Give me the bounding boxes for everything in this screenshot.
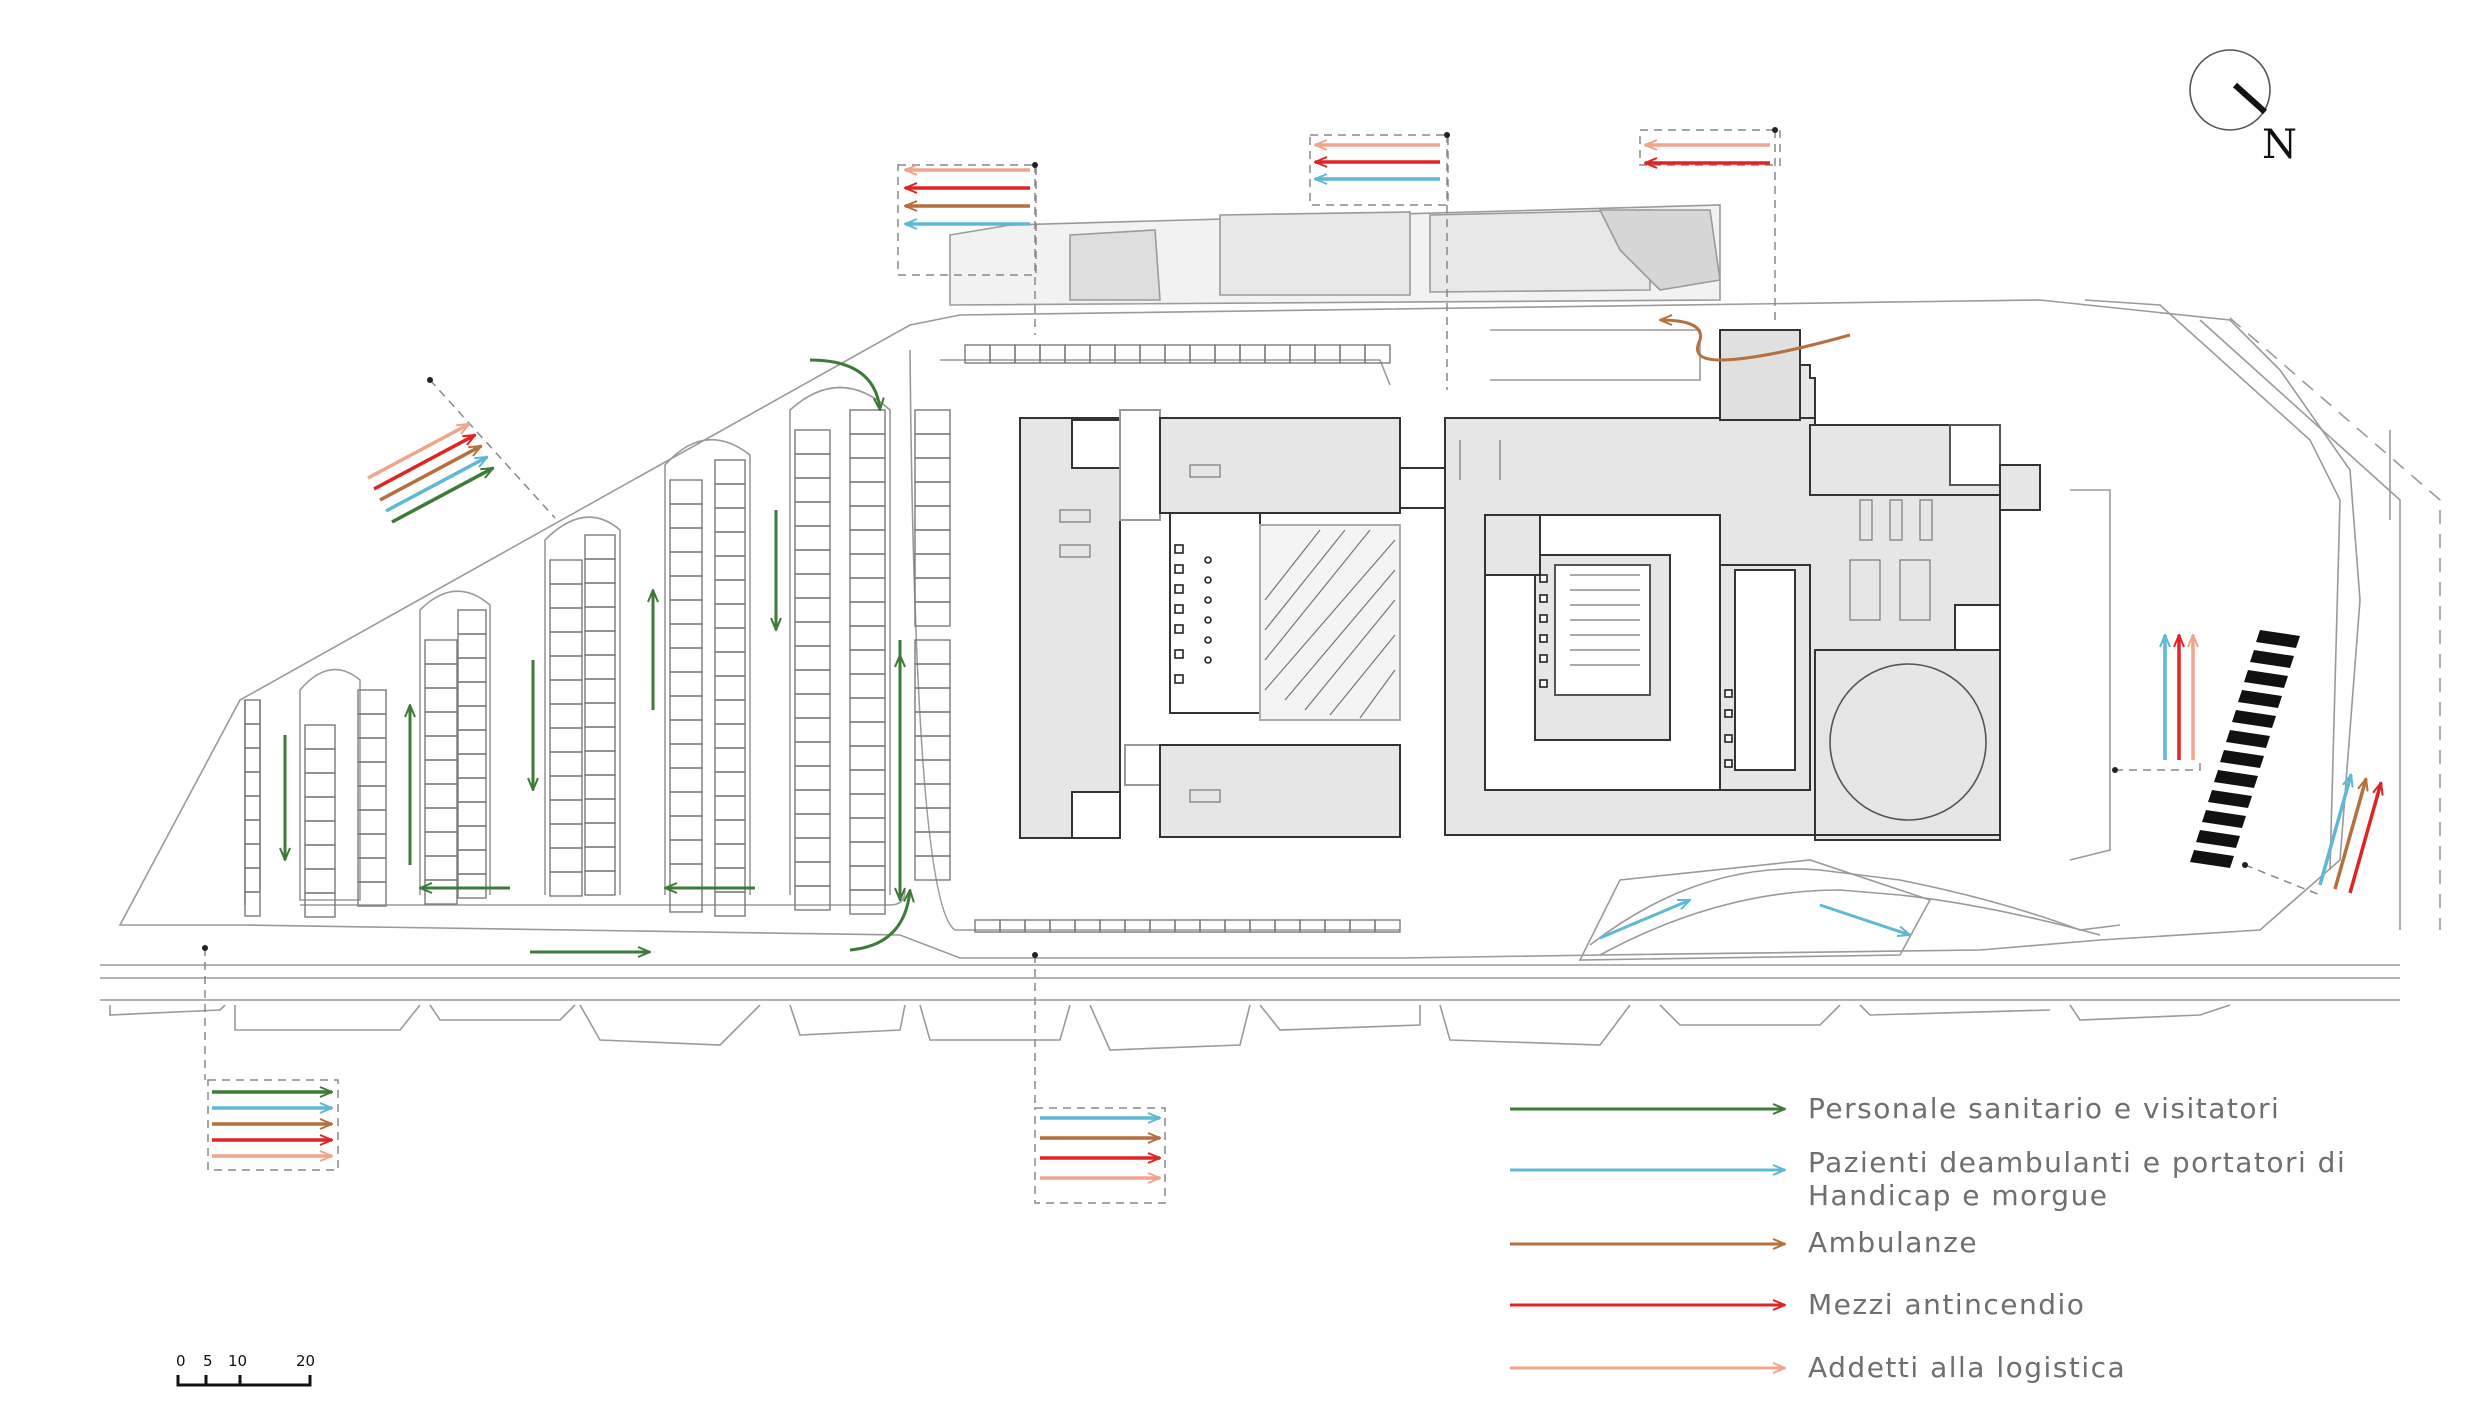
antincendio-access-arrow [2348,783,2381,894]
site-context [100,204,2441,1051]
callout-dot [1444,132,1450,138]
legend-item-logistica: Addetti alla logistica [1510,1351,2126,1384]
west-wing-block [1019,417,1121,839]
pazienti-access-arrow [385,455,487,513]
scale-bar: 0 5 10 20 [176,1352,315,1387]
callout-leader [429,379,556,519]
callout-dot [1032,952,1038,958]
legend-label: Mezzi antincendio [1808,1288,2085,1321]
ambulanze-access-arrow [379,444,481,502]
rotunda-circle [1829,663,1987,821]
logistica-access-arrow [367,422,469,480]
west-wing-courtyard-bottom [1071,791,1121,839]
access-southwest [202,945,339,1171]
pazienti-flow-arrow [1599,898,1690,940]
legend: Personale sanitario e visitatori Pazient… [1510,1092,2346,1384]
callout-dot [202,945,208,951]
callout-leader [2115,760,2201,771]
parking-stalls [244,344,1401,933]
flow-paths [285,320,1910,952]
building-details [1059,440,1933,803]
legend-label: Addetti alla logistica [1808,1351,2126,1384]
hospital-building [1019,329,2041,841]
legend-label: Personale sanitario e visitatori [1808,1092,2280,1125]
access-arrow-groups [202,127,2381,1204]
scale-tick-label: 10 [228,1352,247,1370]
access-north-center [1309,132,1450,390]
antincendio-access-arrow [373,433,475,491]
pazienti-flow-arrow [1819,903,1910,935]
callout-frame [1034,1107,1166,1204]
pazienti-access-arrow [2318,775,2351,886]
north-arrow: N [2189,49,2297,168]
callout-leader [2244,864,2321,896]
window-markers [1174,544,1733,768]
personale-access-arrow [391,466,493,524]
crosswalk [2190,630,2300,868]
callout-dot [2112,767,2118,773]
legend-item-antincendio: Mezzi antincendio [1510,1288,2085,1321]
personale-flow-arrow [849,890,910,952]
personale-flow-arrow [809,358,880,410]
callout-dot [1032,162,1038,168]
central-block-south [1159,744,1401,838]
scale-tick-label: 5 [203,1352,213,1370]
north-arrow-icon [2189,49,2271,131]
access-east-lower [2242,775,2381,896]
legend-label: Handicap e morgue [1808,1179,2109,1212]
access-south-center [1032,952,1166,1204]
callout-frame [207,1079,339,1171]
callout-dot [1772,127,1778,133]
legend-item-personale: Personale sanitario e visitatori [1510,1092,2280,1125]
scale-tick-label: 0 [176,1352,186,1370]
callout-frame [1639,129,1781,166]
rotunda-block [1814,649,2001,836]
access-north-right [1639,127,1781,325]
access-east-upper [2112,635,2201,773]
callout-dot [427,377,433,383]
legend-label: Ambulanze [1808,1226,1978,1259]
legend-item-pazienti: Pazienti deambulanti e portatori di Hand… [1510,1146,2346,1212]
west-wing-courtyard-top [1071,419,1121,469]
ambulanze-flow-arrow [1660,320,1851,362]
central-atrium [1259,524,1401,721]
scale-tick-label: 20 [296,1352,315,1370]
callout-frame [1309,134,1449,206]
access-northwest-parking [367,377,556,524]
legend-label: Pazienti deambulanti e portatori di [1808,1146,2346,1179]
legend-item-ambulanze: Ambulanze [1510,1226,1978,1259]
access-north-left [897,162,1038,335]
ambulanze-access-arrow [2333,779,2366,890]
north-label: N [2262,122,2297,168]
callout-dot [2242,862,2248,868]
callout-frame [897,164,1037,276]
